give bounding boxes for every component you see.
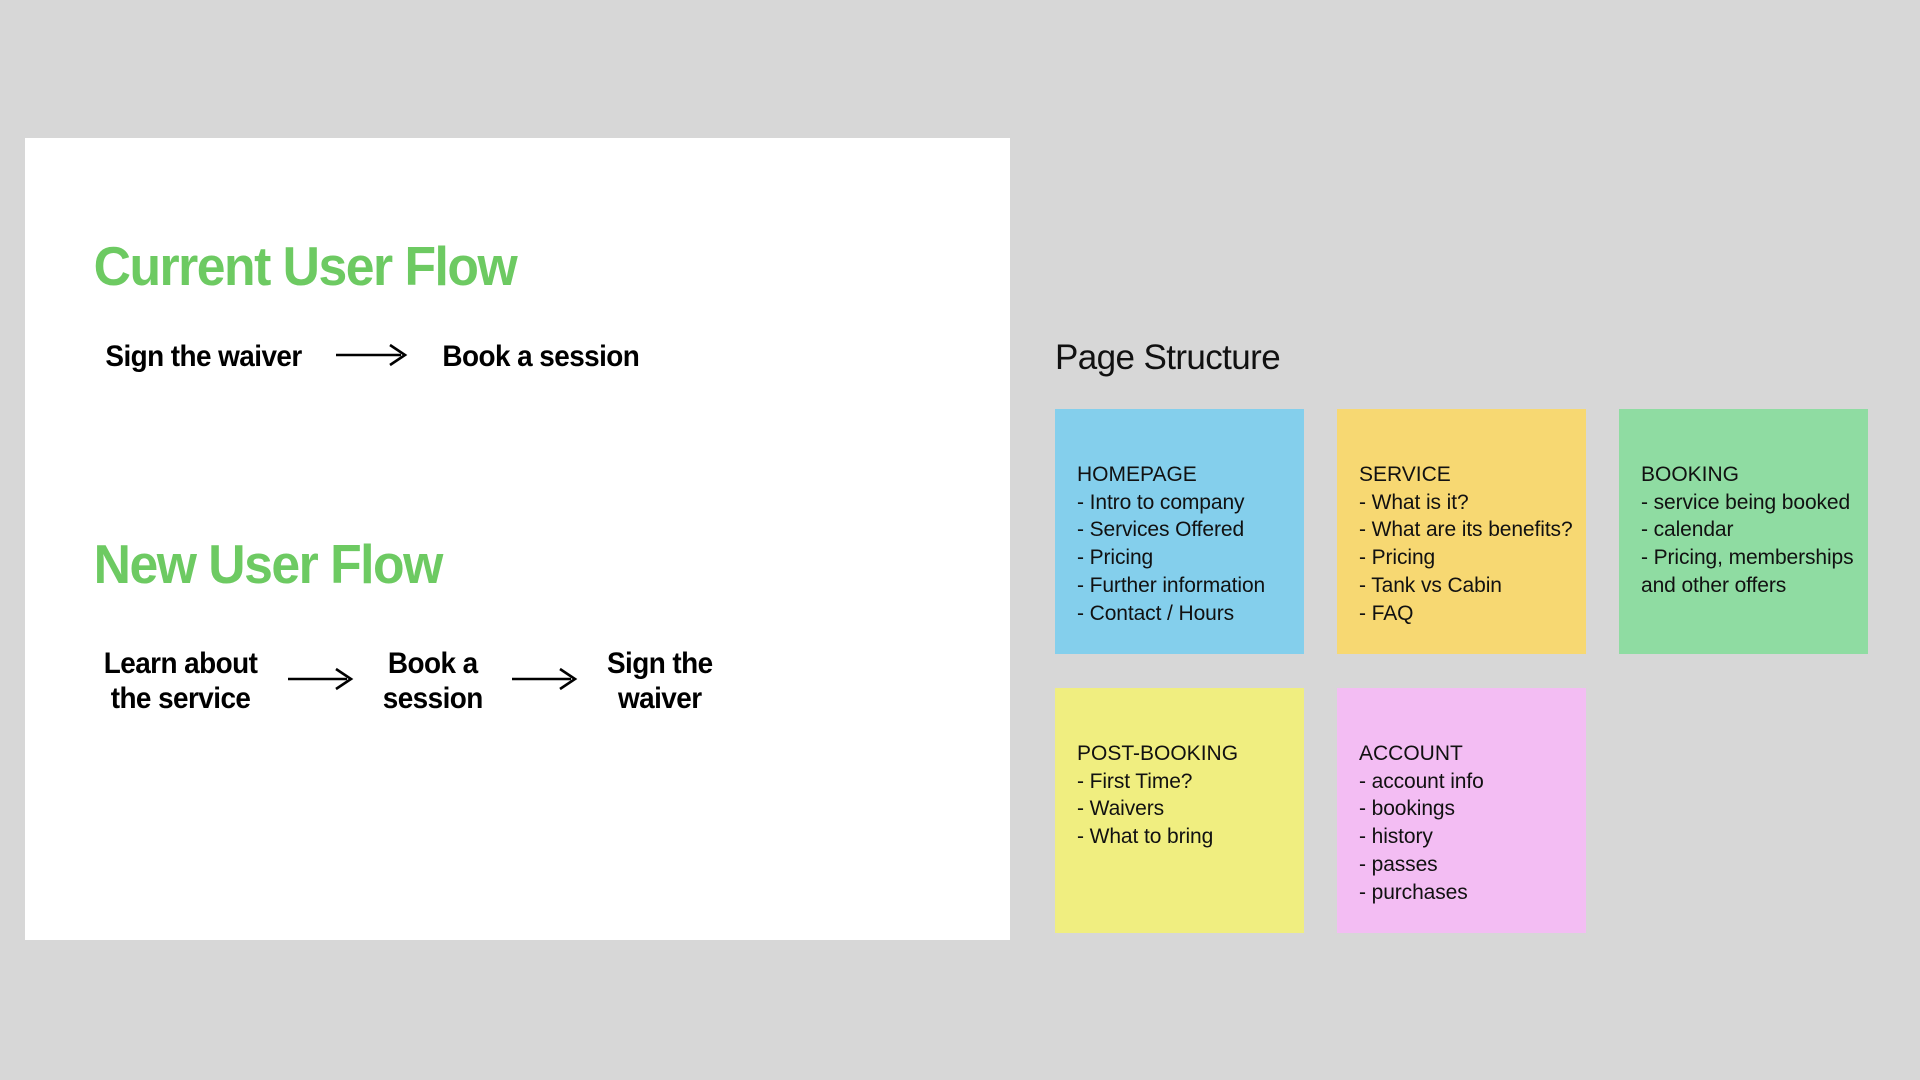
list-item: - First Time? [1077, 769, 1193, 793]
list-item: - account info [1359, 769, 1484, 793]
current-user-flow-heading: Current User Flow [93, 235, 518, 297]
sticky-note-booking[interactable]: BOOKING - service being booked - calenda… [1619, 409, 1868, 654]
flow-step-sign-the-waiver: Sign the waiver [606, 646, 713, 716]
list-item: - Pricing, memberships and other offers [1641, 546, 1854, 597]
list-item: - Tank vs Cabin [1359, 573, 1502, 597]
list-item: - What are its benefits? [1359, 518, 1573, 542]
sticky-note-title: ACCOUNT [1359, 742, 1463, 765]
list-item: - Waivers [1077, 797, 1164, 821]
arrow-right-icon [335, 342, 409, 372]
list-item: - history [1359, 825, 1433, 849]
sticky-note-title: BOOKING [1641, 463, 1740, 486]
list-item: - FAQ [1359, 601, 1414, 625]
list-item: - Services Offered [1077, 518, 1245, 542]
page-structure-panel: Page Structure HOMEPAGE - Intro to compa… [1055, 340, 1870, 933]
new-user-flow-section: New User Flow Learn about the service Bo… [25, 533, 1010, 717]
sticky-note-service[interactable]: SERVICE - What is it? - What are its ben… [1337, 409, 1586, 654]
list-item: - Further information [1077, 573, 1266, 597]
current-user-flow-section: Current User Flow Sign the waiver Book a… [25, 235, 1010, 375]
list-item: - calendar [1641, 518, 1734, 542]
sticky-note-title: HOMEPAGE [1077, 463, 1197, 486]
sticky-note-items: - First Time? - Waivers - What to bring [1077, 768, 1304, 851]
flow-step-book-a-session: Book a session [442, 339, 640, 373]
sticky-note-items: - account info - bookings - history - pa… [1359, 768, 1586, 907]
sticky-note-post-booking[interactable]: POST-BOOKING - First Time? - Waivers - W… [1055, 688, 1304, 933]
list-item: - passes [1359, 852, 1438, 876]
sticky-note-items: - service being booked - calendar - Pric… [1641, 489, 1868, 600]
list-item: - Intro to company [1077, 490, 1245, 514]
new-user-flow-steps: Learn about the service Book a session S… [25, 646, 1010, 717]
flow-step-book-a-session: Book a session [382, 646, 484, 716]
page-structure-title: Page Structure [1055, 338, 1281, 377]
list-item: - What to bring [1077, 825, 1214, 849]
sticky-note-account[interactable]: ACCOUNT - account info - bookings - hist… [1337, 688, 1586, 933]
sticky-note-homepage[interactable]: HOMEPAGE - Intro to company - Services O… [1055, 409, 1304, 654]
list-item: - Pricing [1359, 546, 1436, 570]
list-item: - Pricing [1077, 546, 1154, 570]
sticky-note-title: POST-BOOKING [1077, 742, 1239, 765]
flow-step-sign-the-waiver: Sign the waiver [105, 339, 302, 373]
current-user-flow-steps: Sign the waiver Book a session [25, 340, 1010, 375]
sticky-note-grid: HOMEPAGE - Intro to company - Services O… [1055, 409, 1870, 933]
list-item: - purchases [1359, 880, 1468, 904]
sticky-note-title: SERVICE [1359, 463, 1451, 486]
sticky-note-items: - What is it? - What are its benefits? -… [1359, 489, 1586, 628]
flow-step-learn-about-the-service: Learn about the service [103, 646, 258, 716]
new-user-flow-heading: New User Flow [93, 533, 444, 595]
list-item: - bookings [1359, 797, 1455, 821]
list-item: - What is it? [1359, 490, 1469, 514]
list-item: - Contact / Hours [1077, 601, 1235, 625]
user-flow-card: Current User Flow Sign the waiver Book a… [25, 138, 1010, 940]
list-item: - service being booked [1641, 490, 1851, 514]
arrow-right-icon [287, 666, 355, 696]
arrow-right-icon [511, 666, 579, 696]
sticky-note-items: - Intro to company - Services Offered - … [1077, 489, 1304, 628]
